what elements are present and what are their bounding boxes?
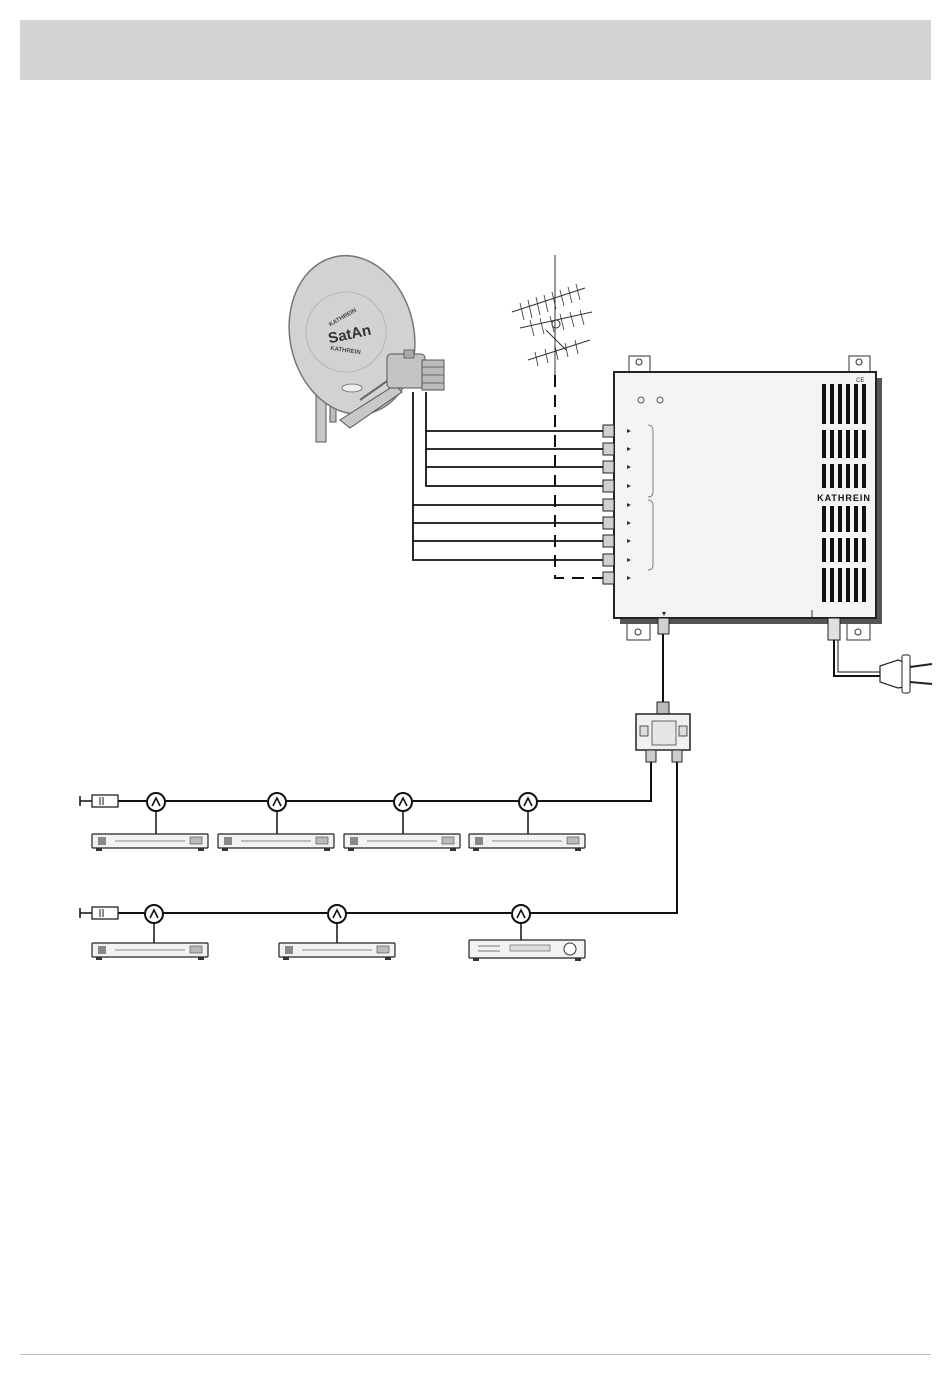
splitter (636, 702, 690, 762)
satellite-receiver (92, 943, 208, 960)
tap-outlet (519, 793, 537, 834)
power-plug (834, 640, 932, 693)
terminating-resistor (80, 907, 118, 919)
terminating-resistor (80, 795, 118, 807)
tap-outlet (512, 905, 530, 943)
satellite-receiver (279, 943, 395, 960)
tap-outlet (147, 793, 165, 834)
terrestrial-cable (555, 375, 606, 578)
satellite-receiver (218, 834, 334, 851)
ce-mark: CE (856, 378, 864, 384)
satellite-receiver (344, 834, 460, 851)
tap-outlet (145, 905, 163, 943)
multiswitch-logo: KATHREIN (817, 493, 871, 503)
lnb-cables (413, 392, 606, 560)
satellite-receiver (469, 834, 585, 851)
quattro-lnb (387, 350, 444, 390)
satellite-receiver (92, 834, 208, 851)
tap-outlet (268, 793, 286, 834)
multiswitch: KATHREIN CE (603, 356, 882, 640)
terrestrial-antenna (512, 255, 592, 375)
upper-line-cable (118, 762, 651, 801)
satellite-dish: SatAn KATHREIN KATHREIN (275, 244, 444, 442)
tap-outlet (328, 905, 346, 943)
tap-outlet (394, 793, 412, 834)
av-receiver (469, 940, 585, 961)
